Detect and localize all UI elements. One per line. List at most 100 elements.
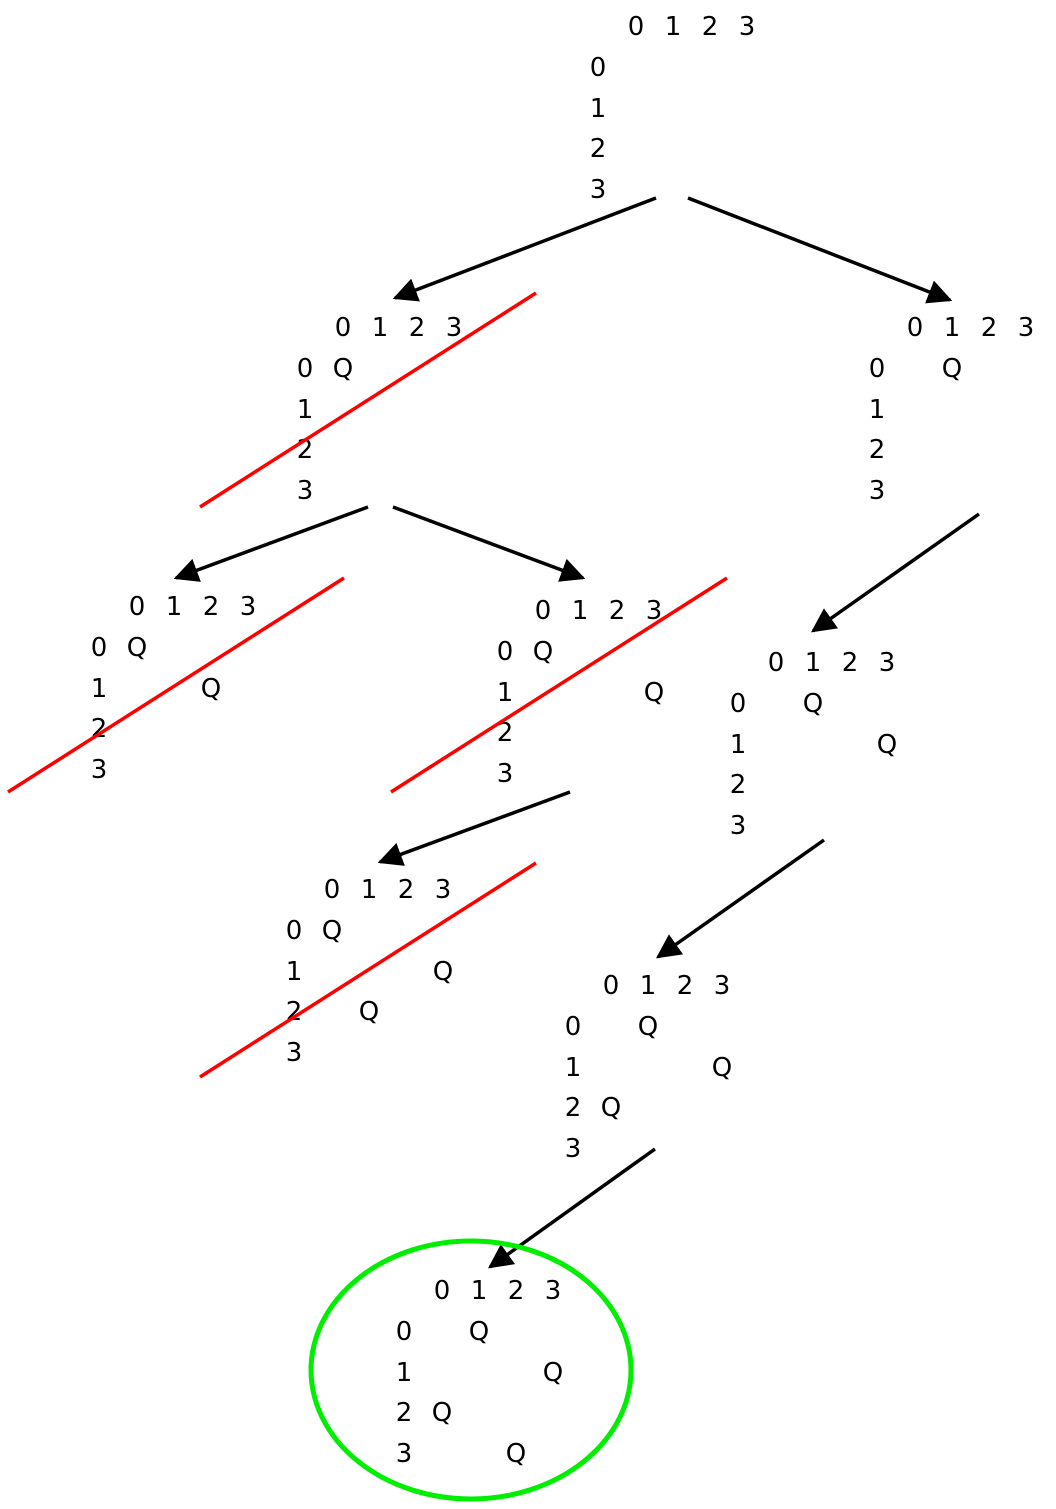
column-label: 0 [433, 1276, 451, 1306]
row-label: 0 [285, 916, 303, 946]
queen-marker: Q [643, 677, 665, 708]
row-label: 1 [868, 394, 886, 425]
pruned-strike-q00-q12 [7, 576, 345, 794]
row-label: 0 [729, 689, 747, 719]
column-label: 3 [445, 313, 463, 343]
row-label: 3 [589, 174, 607, 205]
row-label: 1 [589, 93, 607, 124]
queen-marker: Q [432, 956, 454, 987]
edge-arrow-root-to-q01 [687, 196, 953, 304]
column-label: 1 [639, 971, 657, 1001]
row-label: 2 [868, 435, 886, 465]
queen-marker: Q [802, 689, 824, 719]
column-label: 3 [713, 971, 731, 1001]
column-label: 2 [408, 313, 426, 343]
queen-marker: Q [637, 1012, 659, 1042]
column-label: 2 [676, 971, 694, 1001]
row-label: 3 [395, 1438, 413, 1469]
column-label: 1 [360, 875, 378, 905]
queen-marker: Q [468, 1317, 490, 1347]
column-label: 2 [841, 648, 859, 678]
row-label: 3 [296, 475, 314, 506]
column-label: 3 [434, 875, 452, 905]
column-label: 1 [664, 12, 682, 42]
column-label: 2 [701, 12, 719, 42]
column-label: 2 [507, 1276, 525, 1306]
edge-arrow-q01-q13-to-q01-q13-q20 [655, 838, 826, 959]
queen-marker: Q [200, 673, 222, 704]
column-label: 0 [323, 875, 341, 905]
column-label: 2 [397, 875, 415, 905]
edge-arrow-q00-q13-to-q00-q13-q21 [377, 790, 571, 866]
row-label: 2 [395, 1398, 413, 1428]
row-label: 2 [496, 718, 514, 748]
row-label: 3 [496, 758, 514, 789]
queen-marker: Q [876, 729, 898, 760]
row-label: 3 [285, 1037, 303, 1068]
column-label: 0 [627, 12, 645, 42]
edge-arrow-q01-to-q01-q13 [810, 512, 981, 633]
column-label: 3 [645, 596, 663, 626]
solution-highlight-ellipse [308, 1238, 634, 1502]
row-label: 3 [868, 475, 886, 506]
column-label: 3 [239, 592, 257, 622]
column-label: 1 [470, 1276, 488, 1306]
column-label: 0 [767, 648, 785, 678]
column-label: 0 [602, 971, 620, 1001]
row-label: 0 [296, 354, 314, 384]
column-label: 0 [906, 313, 924, 343]
column-label: 1 [943, 313, 961, 343]
column-label: 0 [534, 596, 552, 626]
queen-marker: Q [941, 354, 963, 384]
column-label: 3 [878, 648, 896, 678]
row-label: 1 [395, 1357, 413, 1388]
edge-arrow-q00-to-q00-q13 [392, 505, 586, 582]
queen-marker: Q [431, 1398, 453, 1428]
column-label: 2 [980, 313, 998, 343]
row-label: 3 [729, 810, 747, 841]
queen-marker: Q [358, 997, 380, 1027]
pruned-strike-q00-q13 [390, 576, 728, 794]
queen-marker: Q [532, 637, 554, 667]
row-label: 0 [589, 53, 607, 83]
row-label: 1 [496, 677, 514, 708]
row-label: 3 [564, 1133, 582, 1164]
queen-marker: Q [126, 633, 148, 663]
column-label: 2 [202, 592, 220, 622]
queen-marker: Q [332, 354, 354, 384]
edge-arrow-root-to-q00 [392, 196, 657, 302]
row-label: 2 [729, 770, 747, 800]
queen-marker: Q [505, 1438, 527, 1469]
row-label: 0 [868, 354, 886, 384]
row-label: 0 [90, 633, 108, 663]
row-label: 1 [296, 394, 314, 425]
row-label: 0 [564, 1012, 582, 1042]
row-label: 2 [589, 134, 607, 164]
edge-arrow-q00-to-q00-q12 [173, 505, 369, 582]
queen-marker: Q [321, 916, 343, 946]
column-label: 3 [544, 1276, 562, 1306]
row-label: 0 [395, 1317, 413, 1347]
column-label: 0 [128, 592, 146, 622]
column-label: 3 [1017, 313, 1035, 343]
queen-marker: Q [542, 1357, 564, 1388]
pruned-strike-q00-q13-q21 [199, 861, 537, 1079]
row-label: 1 [564, 1052, 582, 1083]
pruned-strike-q00 [199, 291, 537, 509]
column-label: 1 [804, 648, 822, 678]
column-label: 3 [738, 12, 756, 42]
row-label: 3 [90, 754, 108, 785]
column-label: 2 [608, 596, 626, 626]
